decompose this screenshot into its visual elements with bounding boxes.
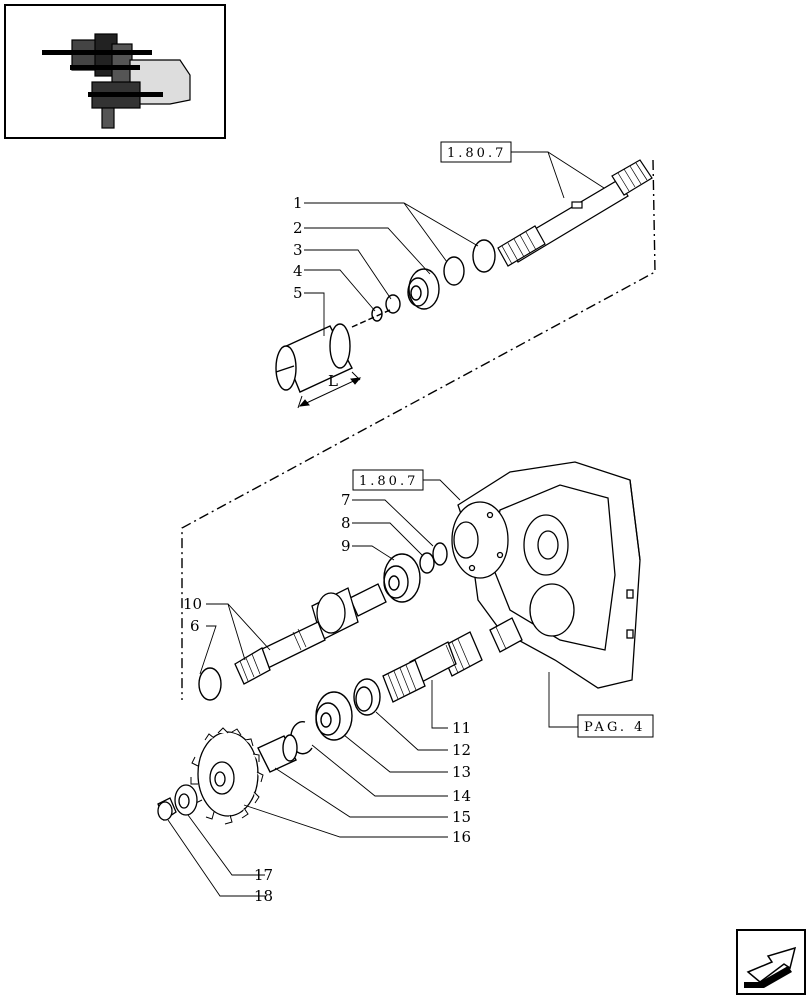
reference-box-mid[interactable]: 1.80.7 — [352, 469, 424, 491]
nut-18[interactable] — [157, 797, 177, 821]
reference-box-mid-label: 1.80.7 — [359, 474, 418, 489]
part-label-4[interactable]: 4 — [293, 262, 303, 280]
upper-parts-group — [275, 239, 496, 393]
gear-16[interactable] — [190, 727, 264, 825]
part-label-15[interactable]: 15 — [452, 808, 471, 826]
part-label-18[interactable]: 18 — [254, 887, 273, 905]
flange — [451, 501, 509, 579]
part-label-7[interactable]: 7 — [341, 491, 351, 509]
bearing-17[interactable] — [174, 784, 198, 816]
reference-box-top-label: 1.80.7 — [447, 146, 506, 161]
shaft-11[interactable] — [382, 617, 523, 703]
ring-4[interactable] — [385, 294, 401, 314]
part-label-9[interactable]: 9 — [341, 537, 351, 555]
gearbox-housing — [451, 461, 641, 689]
part-label-17[interactable]: 17 — [254, 866, 273, 884]
part-label-16[interactable]: 16 — [452, 828, 471, 846]
part-label-6[interactable]: 6 — [190, 617, 200, 635]
part-label-13[interactable]: 13 — [452, 763, 471, 781]
next-page-arrow-icon[interactable] — [736, 929, 806, 995]
dimension-l — [297, 371, 362, 409]
page-reference-box[interactable]: PAG. 4 — [577, 714, 654, 738]
lower-parts-group — [257, 678, 381, 773]
dimension-label: L — [328, 372, 338, 390]
sleeve-5[interactable] — [275, 323, 353, 393]
part-label-12[interactable]: 12 — [452, 741, 471, 759]
ring-12[interactable] — [353, 678, 381, 716]
circlip-1[interactable] — [472, 239, 496, 273]
snap-ring-2[interactable] — [443, 256, 465, 286]
location-thumbnail[interactable] — [4, 4, 226, 139]
part-label-1[interactable]: 1 — [293, 194, 303, 212]
circlip-7[interactable] — [432, 542, 448, 566]
part-label-10[interactable]: 10 — [183, 595, 202, 613]
reference-box-top[interactable]: 1.80.7 — [440, 141, 512, 163]
bearing-13[interactable] — [315, 691, 353, 741]
bearing-3[interactable] — [407, 268, 440, 310]
part-label-5[interactable]: 5 — [293, 284, 303, 302]
shaft-10[interactable] — [234, 583, 387, 685]
part-label-11[interactable]: 11 — [452, 719, 471, 737]
middle-parts-group — [383, 542, 448, 603]
part-label-3[interactable]: 3 — [293, 241, 303, 259]
page-reference-label: PAG. 4 — [584, 720, 645, 735]
bearing-9[interactable] — [383, 553, 421, 603]
circlip-6[interactable] — [198, 667, 222, 701]
part-label-2[interactable]: 2 — [293, 219, 303, 237]
part-label-8[interactable]: 8 — [341, 514, 351, 532]
sleeve-15[interactable] — [257, 734, 298, 773]
snap-ring-8[interactable] — [419, 552, 435, 574]
part-label-14[interactable]: 14 — [452, 787, 471, 805]
upper-shaft — [497, 159, 653, 267]
